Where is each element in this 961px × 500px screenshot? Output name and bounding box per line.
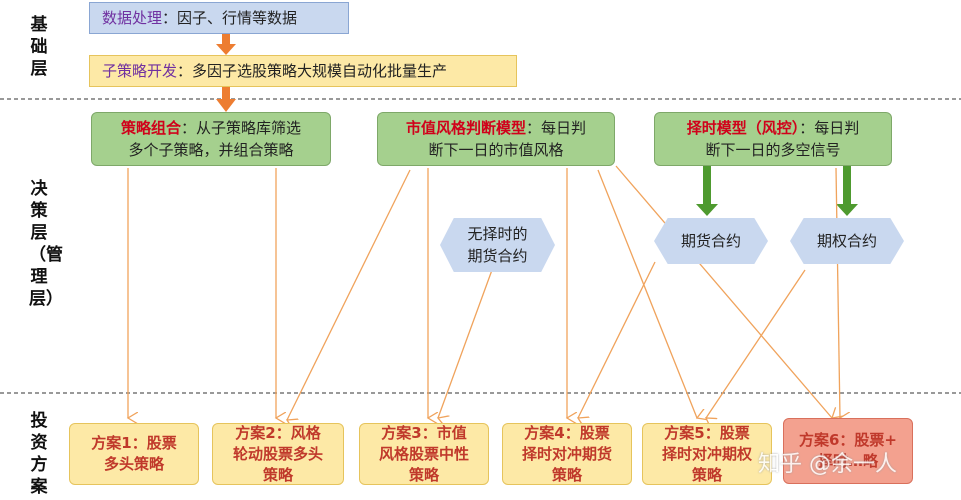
style-model-title: 市值风格判断模型: [405, 119, 526, 137]
layer-label-base-text: 基础层: [30, 15, 48, 79]
line-futures-plan4: [578, 261, 656, 418]
plan-3-box: 方案3：市值 风格股票中性 策略: [359, 423, 489, 485]
plan-3-line3: 策略: [408, 465, 439, 484]
futures-contract-label: 期货合约: [680, 232, 741, 250]
strategy-combo-line2: 多个子策略，并组合策略: [128, 141, 294, 159]
plan-6-box: 方案6：股票+ 择时…略: [783, 418, 913, 484]
plan-2-line3: 策略: [262, 465, 293, 484]
sub-strategy-desc: ：多因子选股策略大规模自动化批量生产: [177, 62, 448, 80]
plan-1-line2: 多头策略: [103, 455, 164, 473]
line-options-plan5: [706, 269, 806, 418]
data-processing-box: 数据处理 ：因子、行情等数据: [89, 2, 349, 34]
no-timing-futures-hex: 无择时的 期货合约: [440, 218, 555, 272]
plan-1-box: 方案1：股票 多头策略: [69, 423, 199, 485]
line-style-plan5: [597, 169, 697, 418]
options-contract-hex: 期权合约: [790, 218, 904, 264]
line-style-plan2: [287, 169, 411, 420]
timing-model-line2: 断下一日的多空信号: [705, 141, 841, 159]
plan-4-line1: 方案4：股票: [524, 423, 610, 442]
plan-4-line3: 策略: [551, 465, 582, 484]
green-arrow-futures: [696, 166, 718, 216]
style-model-desc1: ：每日判: [526, 119, 587, 137]
plan-2-box: 方案2：风格 轮动股票多头 策略: [212, 423, 344, 485]
layer-label-base: 基础层: [24, 14, 54, 80]
options-contract-label: 期权合约: [816, 232, 877, 250]
timing-model-box: 择时模型（风控）：每日判 断下一日的多空信号: [654, 112, 892, 166]
strategy-combo-box: 策略组合：从子策略库筛选 多个子策略，并组合策略: [91, 112, 331, 166]
plan-5-line3: 策略: [691, 465, 722, 484]
strategy-combo-line1: 策略组合：从子策略库筛选: [121, 117, 301, 139]
plan-2-line1: 方案2：风格: [235, 423, 321, 442]
watermark: 知乎 @余一人: [758, 446, 897, 478]
style-model-line1: 市值风格判断模型：每日判: [406, 117, 586, 139]
green-arrow-options: [836, 166, 858, 216]
line-timing-plan6: [835, 167, 840, 418]
plan-3-line2: 风格股票中性: [378, 444, 469, 463]
data-processing-title: 数据处理: [102, 9, 163, 27]
layer-label-invest: 投资方案: [24, 410, 54, 498]
line-nofut-plan3: [438, 269, 493, 418]
timing-model-line1: 择时模型（风控）：每日判: [687, 117, 860, 139]
plan-6-line1: 方案6：股票+: [798, 431, 897, 449]
plan-4-line2: 择时对冲期货: [521, 444, 612, 463]
style-model-box: 市值风格判断模型：每日判 断下一日的市值风格: [377, 112, 615, 166]
plan-5-line2: 择时对冲期权: [661, 444, 752, 463]
style-model-line2: 断下一日的市值风格: [428, 141, 564, 159]
strategy-combo-title: 策略组合: [120, 119, 181, 137]
futures-contract-hex: 期货合约: [654, 218, 768, 264]
plan-1-line1: 方案1：股票: [91, 434, 177, 452]
line-style-plan6: [615, 165, 832, 418]
plan-5-box: 方案5：股票 择时对冲期权 策略: [642, 423, 772, 485]
plan-4-box: 方案4：股票 择时对冲期货 策略: [502, 423, 632, 485]
sub-strategy-title: 子策略开发: [102, 62, 178, 80]
timing-model-desc1: ：每日判: [799, 119, 860, 137]
layer-label-invest-text: 投资方案: [30, 411, 48, 497]
plan-2-line2: 轮动股票多头: [232, 444, 323, 463]
plan-6-line2: 择时…略: [817, 452, 878, 470]
no-timing-futures-line2: 期货合约: [467, 247, 528, 265]
data-processing-desc: ：因子、行情等数据: [162, 9, 298, 27]
plan-5-line1: 方案5：股票: [664, 423, 750, 442]
strategy-combo-desc1: ：从子策略库筛选: [181, 119, 302, 137]
orange-arrow-2: [216, 87, 236, 112]
watermark-text: 知乎 @余一人: [758, 452, 897, 477]
orange-arrow-1: [216, 34, 236, 55]
sub-strategy-box: 子策略开发 ：多因子选股策略大规模自动化批量生产: [89, 55, 517, 87]
timing-model-title: 择时模型（风控）: [686, 119, 800, 137]
no-timing-futures-line1: 无择时的: [467, 225, 528, 243]
plan-3-line1: 方案3：市值: [381, 423, 467, 442]
